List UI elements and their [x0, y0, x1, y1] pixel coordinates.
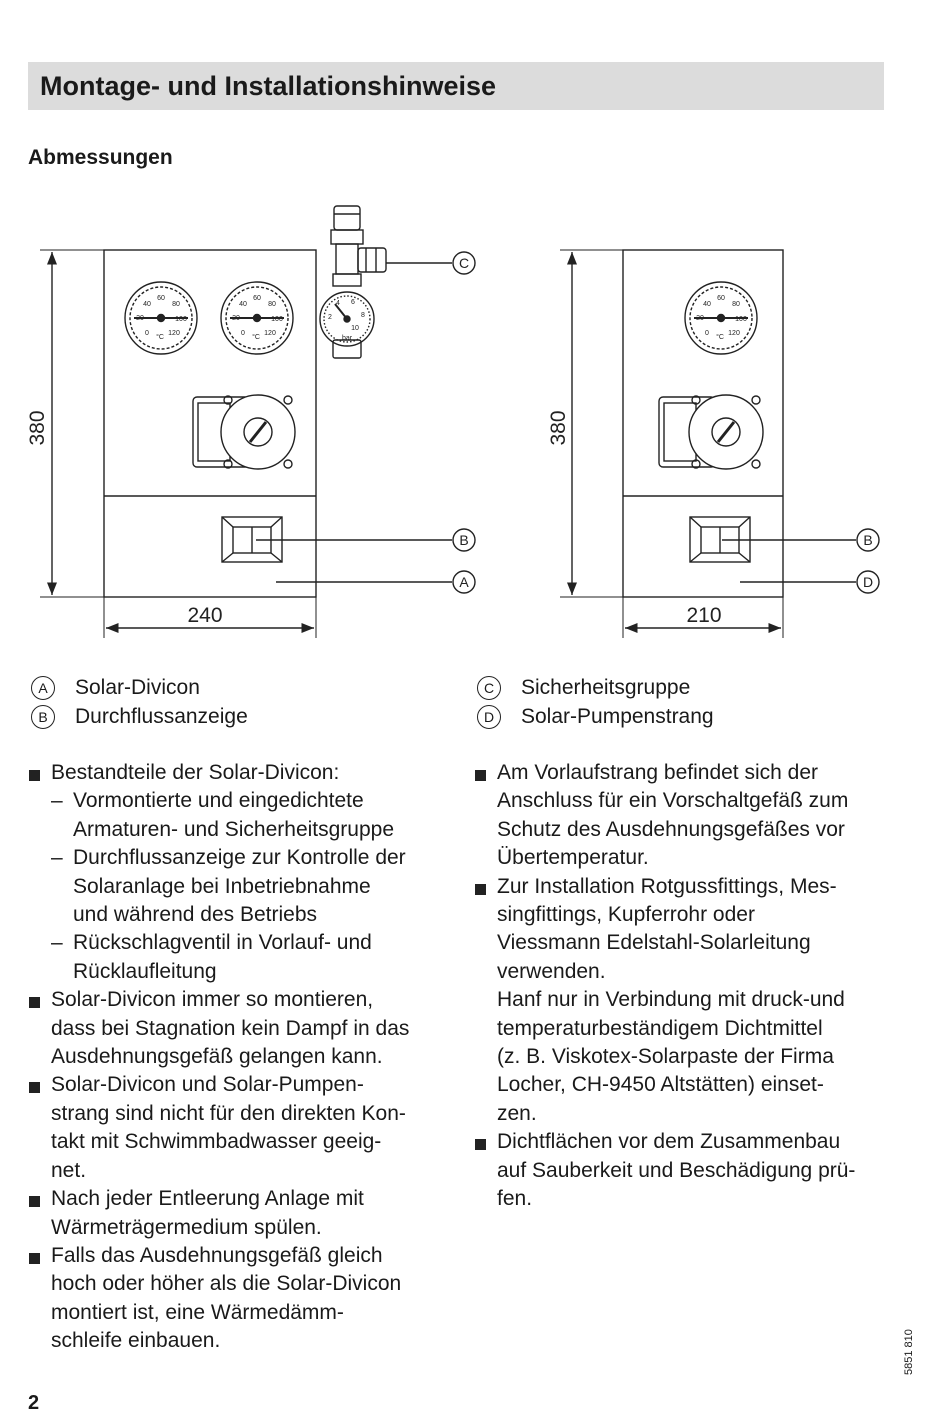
gauge2-label-unit: °C	[252, 333, 260, 341]
thermometer-gauge-3: 40 60 80 20 100 0 120 °C	[684, 281, 758, 355]
left-unit-drawing: 40 60 80 20 100 0 120 °C 40 60 80 20 100	[26, 205, 476, 638]
gauge2-label-80: 80	[268, 301, 276, 308]
thermometer-gauge-1: 40 60 80 20 100 0 120 °C	[124, 281, 198, 355]
page-title: Montage- und Installationshinweise	[40, 71, 497, 101]
gauge2-label-20: 20	[232, 315, 240, 322]
legend-key-d: D	[477, 704, 501, 729]
callout-b-text: B	[459, 532, 468, 548]
circulation-pump-right	[658, 394, 764, 470]
legend-item-d: D Solar-Pumpenstrang	[477, 702, 714, 731]
legend-item-a: A Solar-Divicon	[31, 673, 248, 702]
safety-group-valve: 2 4 6 8 10 bar	[319, 205, 387, 359]
list-item: Zur Installation Rotgussfittings, Mes-si…	[475, 873, 895, 1129]
pressure-label-unit: bar	[342, 335, 353, 342]
circulation-pump	[192, 394, 296, 470]
page-header: Montage- und Installationshinweise	[28, 62, 884, 110]
gauge3-label-120: 120	[728, 330, 740, 337]
legend-label-c: Sicherheitsgruppe	[521, 676, 691, 699]
gauge2-label-100: 100	[271, 316, 283, 323]
pressure-label-2: 2	[328, 314, 332, 321]
legend-label-d: Solar-Pumpenstrang	[521, 705, 714, 728]
callout-c-text: C	[459, 255, 469, 271]
section-title: Abmessungen	[28, 146, 173, 169]
pressure-label-6: 6	[351, 299, 355, 306]
pressure-label-4: 4	[336, 300, 340, 307]
height-dimension-left: 380	[26, 410, 49, 445]
gauge1-label-60: 60	[157, 295, 165, 302]
callout-a-left: A	[452, 570, 476, 594]
gauge1-label-unit: °C	[156, 333, 164, 341]
list-item: Solar-Divicon und Solar-Pumpen-strang si…	[29, 1071, 449, 1185]
gauge3-label-unit: °C	[716, 333, 724, 341]
page-number: 2	[28, 1392, 40, 1414]
gauge3-label-80: 80	[732, 301, 740, 308]
callout-a-text: A	[459, 574, 469, 590]
pressure-label-10: 10	[351, 325, 359, 332]
left-text-column: Bestandteile der Solar-Divicon: –Vormont…	[29, 759, 449, 1356]
gauge3-label-60: 60	[717, 295, 725, 302]
gauge3-label-40: 40	[703, 301, 711, 308]
legend-label-b: Durchflussanzeige	[75, 705, 248, 728]
callout-d-right: D	[856, 570, 880, 594]
gauge1-label-80: 80	[172, 301, 180, 308]
legend-item-b: B Durchflussanzeige	[31, 702, 248, 731]
callout-c-left: C	[452, 251, 476, 275]
gauge2-label-120: 120	[264, 330, 276, 337]
pressure-label-8: 8	[361, 312, 365, 319]
callout-d-right-text: D	[863, 574, 873, 590]
legend-item-c: C Sicherheitsgruppe	[477, 673, 714, 702]
gauge2-label-0: 0	[241, 330, 245, 337]
callout-b-left: B	[452, 528, 476, 552]
legend-left: A Solar-Divicon B Durchflussanzeige	[31, 673, 248, 731]
legend-key-b: B	[31, 704, 55, 729]
dimension-drawing: 40 60 80 20 100 0 120 °C 40 60 80 20 100	[26, 205, 880, 638]
right-unit-drawing: 40 60 80 20 100 0 120 °C	[547, 249, 880, 638]
gauge3-label-100: 100	[735, 316, 747, 323]
callout-b-right-text: B	[863, 532, 872, 548]
width-dimension-right: 210	[686, 604, 721, 627]
document-number: 5851 810	[903, 1329, 915, 1375]
legend-right: C Sicherheitsgruppe D Solar-Pumpenstrang	[477, 673, 714, 731]
gauge3-label-0: 0	[705, 330, 709, 337]
gauge1-label-0: 0	[145, 330, 149, 337]
gauge1-label-40: 40	[143, 301, 151, 308]
width-dimension-left: 240	[187, 604, 222, 627]
legend-key-a: A	[31, 675, 55, 700]
thermometer-gauge-2: 40 60 80 20 100 0 120 °C	[220, 281, 294, 355]
gauge3-label-20: 20	[696, 315, 704, 322]
gauge1-label-120: 120	[168, 330, 180, 337]
gauge2-label-60: 60	[253, 295, 261, 302]
list-item: Solar-Divicon immer so montieren,dass be…	[29, 986, 449, 1071]
gauge1-label-100: 100	[175, 316, 187, 323]
list-item: Bestandteile der Solar-Divicon:	[29, 759, 449, 787]
height-dimension-right: 380	[547, 410, 570, 445]
gauge1-label-20: 20	[136, 315, 144, 322]
callout-b-right: B	[856, 528, 880, 552]
gauge2-label-40: 40	[239, 301, 247, 308]
legend-label-a: Solar-Divicon	[75, 676, 200, 699]
legend-key-c: C	[477, 675, 501, 700]
